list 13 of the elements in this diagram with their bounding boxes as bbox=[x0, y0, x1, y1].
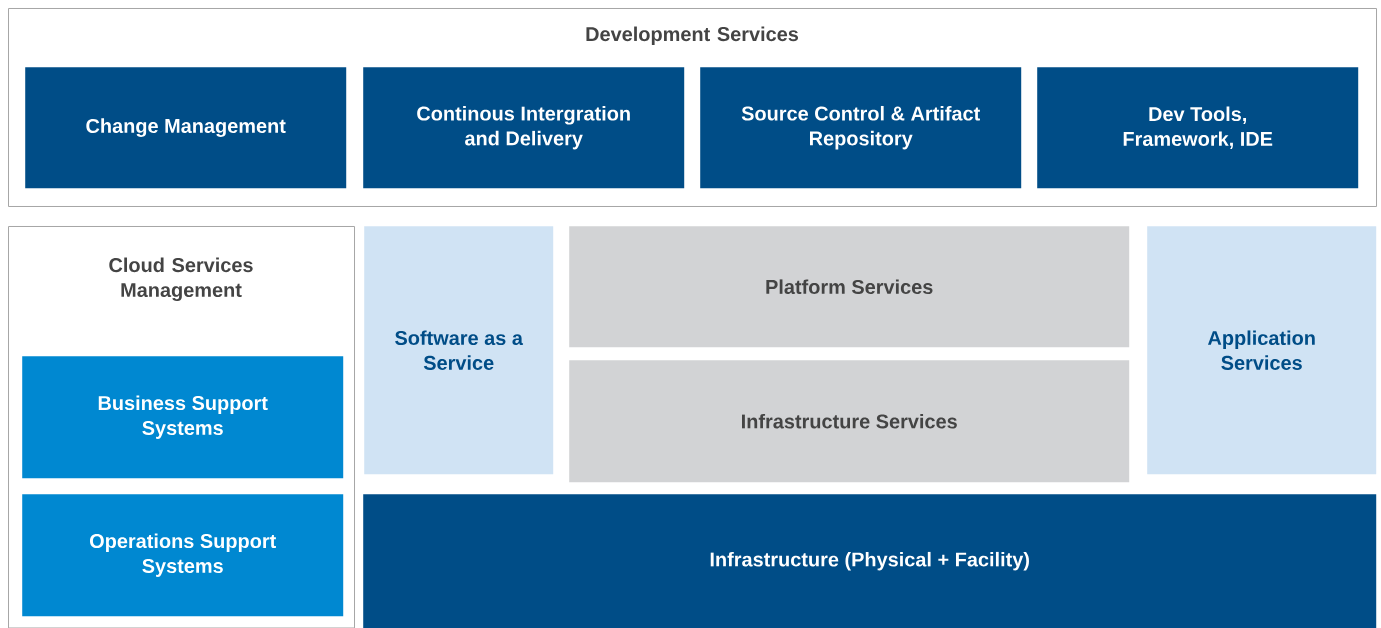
service-box: Continous Intergration and Delivery bbox=[363, 67, 685, 189]
service-box: Business Support Systems bbox=[22, 356, 344, 479]
service-box: Platform Services bbox=[569, 226, 1130, 348]
service-box: Dev Tools, Framework, IDE bbox=[1037, 67, 1359, 189]
group-heading: Cloud Services Management bbox=[109, 257, 253, 302]
service-box: Infrastructure Services bbox=[569, 360, 1130, 483]
service-box: Application Services bbox=[1147, 226, 1377, 475]
service-box: Source Control & Artifact Repository bbox=[700, 67, 1022, 189]
service-box: Software as a Service bbox=[364, 226, 554, 475]
service-box: Operations Support Systems bbox=[22, 494, 344, 617]
service-box: Infrastructure (Physical + Facility) bbox=[363, 494, 1377, 628]
service-box: Change Management bbox=[25, 67, 347, 189]
group-heading: Development Services bbox=[586, 26, 799, 46]
